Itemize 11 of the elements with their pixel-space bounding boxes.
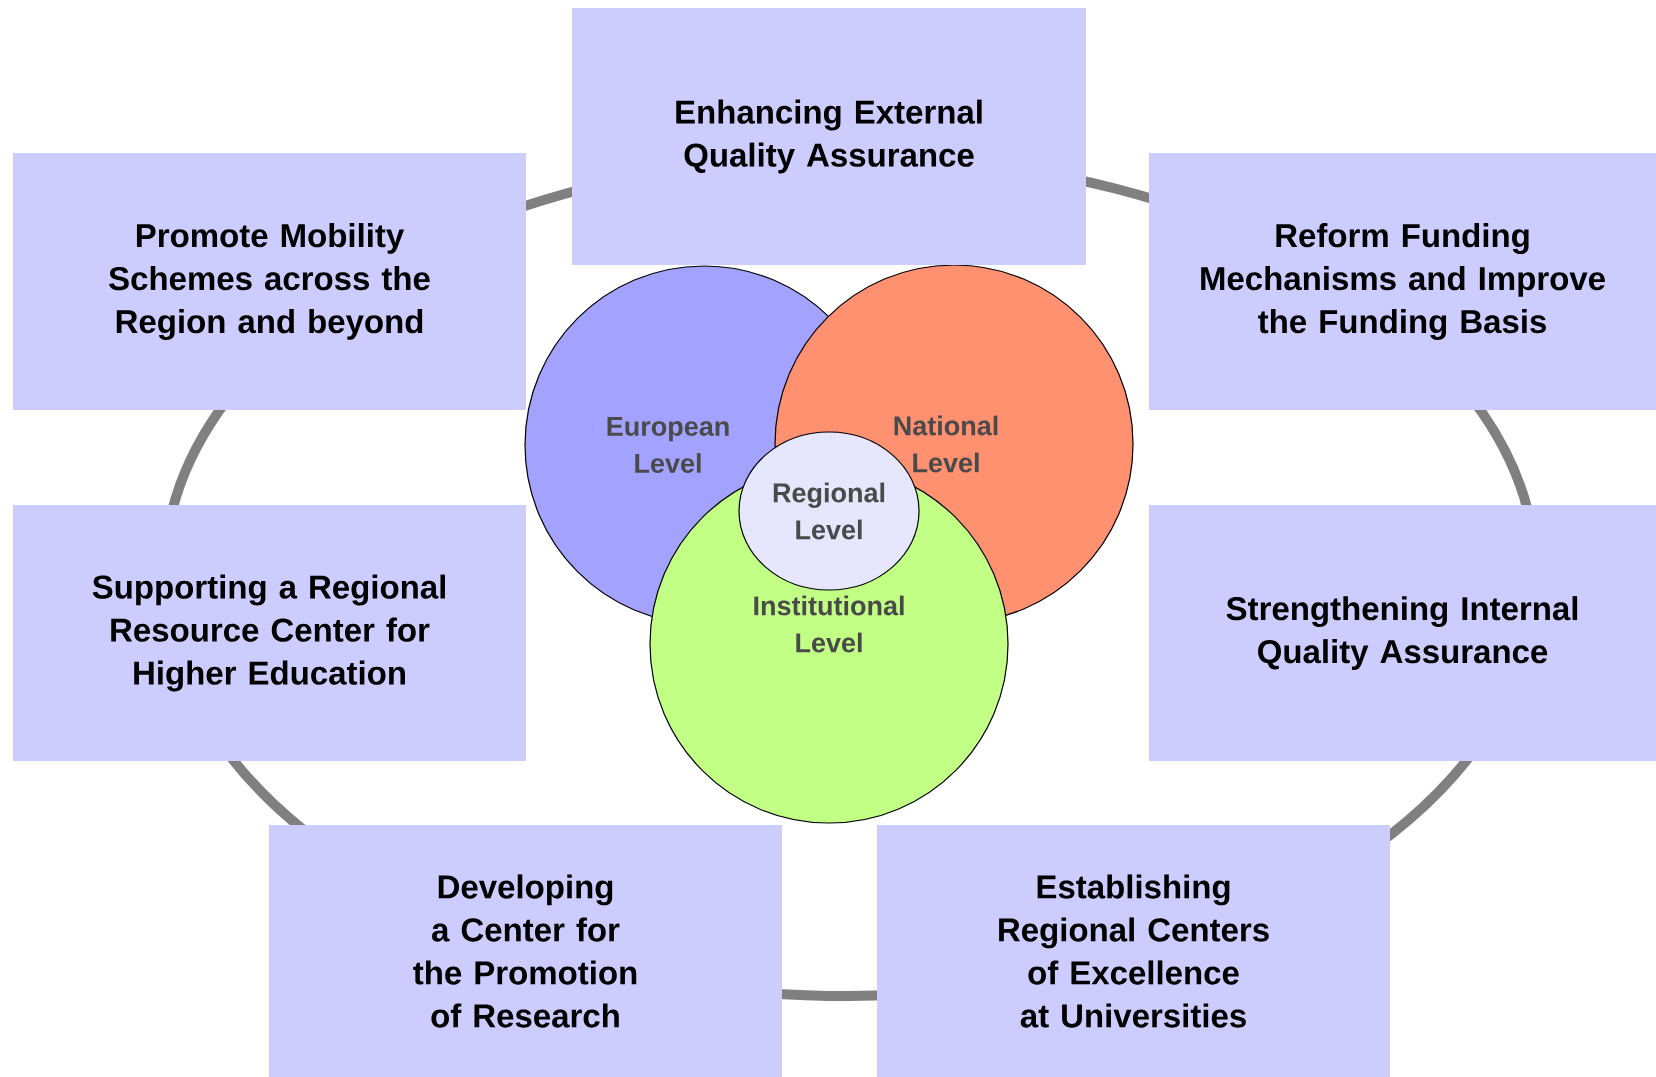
circle-label: European Level xyxy=(607,417,729,473)
text-box: Strengthening Internal Quality Assurance xyxy=(1149,505,1656,761)
circle-label: Regional Level xyxy=(773,482,885,540)
circle-label: National Level xyxy=(894,415,998,473)
text-box: Reform Funding Mechanisms and Improve the Funding Basis xyxy=(1149,153,1656,410)
circle-label: Institutional Level xyxy=(754,595,904,653)
text-box: Establishing Regional Centers of Excellence at Universities xyxy=(877,825,1390,1077)
text-box: Supporting a Regional Resource Center for Higher Education xyxy=(13,505,526,761)
text-box: Developing a Center for the Promotion of Research xyxy=(269,825,782,1077)
text-box: Enhancing External Quality Assurance xyxy=(572,8,1086,265)
text-box: Promote Mobility Schemes across the Region and beyond xyxy=(13,153,526,410)
